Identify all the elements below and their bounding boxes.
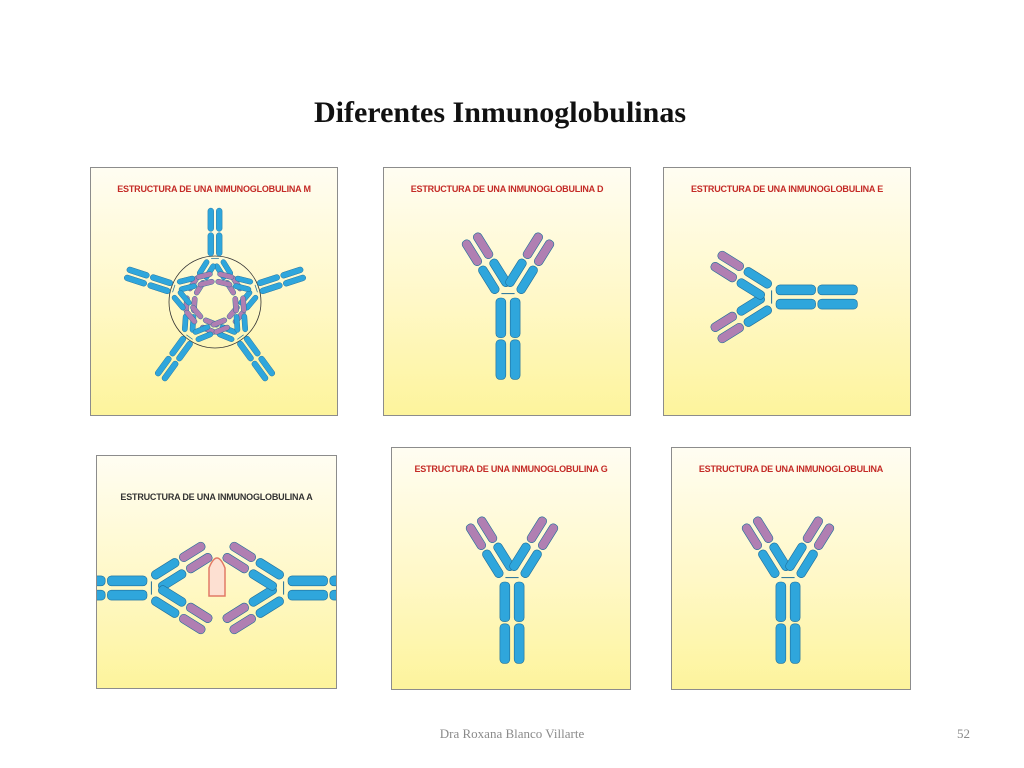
slide-title: Diferentes Inmunoglobulinas — [313, 96, 686, 129]
ig-generic-monomer-diagram — [741, 516, 835, 664]
igg-monomer-diagram — [465, 516, 559, 664]
panel-igm-label: ESTRUCTURA DE UNA INMUNOGLOBULINA M — [117, 184, 311, 194]
panel-ige-label: ESTRUCTURA DE UNA INMUNOGLOBULINA E — [691, 184, 883, 194]
panel-ige: ESTRUCTURA DE UNA INMUNOGLOBULINA E — [663, 167, 911, 416]
panel-igg-label: ESTRUCTURA DE UNA INMUNOGLOBULINA G — [414, 464, 608, 474]
panel-iga: ESTRUCTURA DE UNA INMUNOGLOBULINA A — [96, 455, 337, 689]
page-number: 52 — [957, 726, 970, 741]
panel-igd-label: ESTRUCTURA DE UNA INMUNOGLOBULINA D — [410, 184, 604, 194]
panel-igd: ESTRUCTURA DE UNA INMUNOGLOBULINA D — [383, 167, 631, 416]
panel-igg: ESTRUCTURA DE UNA INMUNOGLOBULINA G — [391, 447, 631, 690]
panel-ig-generic-label: ESTRUCTURA DE UNA INMUNOGLOBULINA — [698, 464, 884, 474]
panel-iga-label: ESTRUCTURA DE UNA INMUNOGLOBULINA A — [120, 492, 313, 502]
iga-dimer-diagram — [97, 541, 336, 635]
ige-monomer-diagram — [710, 250, 858, 344]
panel-igm: ESTRUCTURA DE UNA INMUNOGLOBULINA M — [90, 167, 338, 416]
igm-pentamer-diagram — [124, 207, 306, 382]
igd-monomer-diagram — [461, 232, 555, 380]
footer-author: Dra Roxana Blanco Villarte — [439, 726, 585, 741]
panel-ig-generic: ESTRUCTURA DE UNA INMUNOGLOBULINA — [671, 447, 911, 690]
